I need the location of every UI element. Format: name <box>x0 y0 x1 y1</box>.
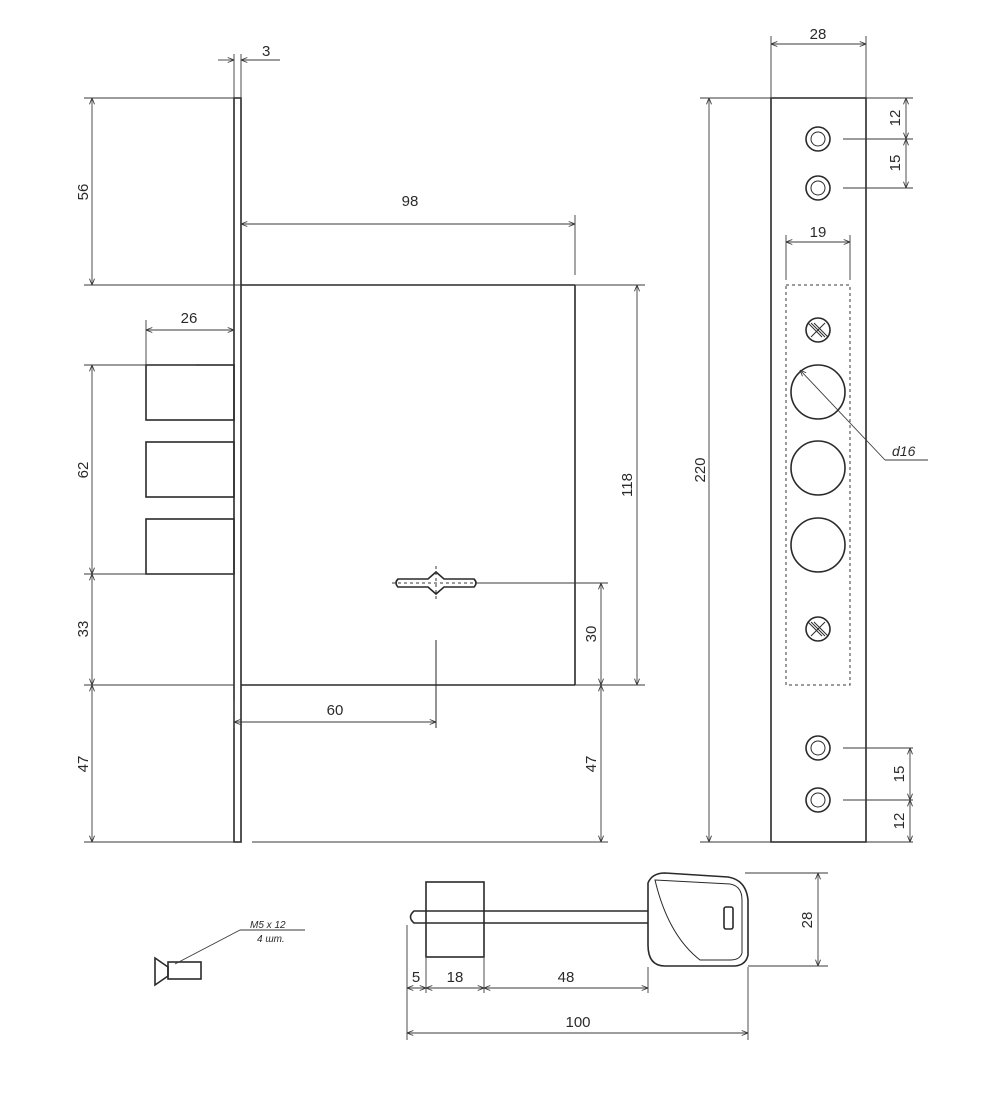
dim-bolt-zone-width: 19 <box>810 224 827 241</box>
dim-keyhole-height: 30 <box>583 626 600 643</box>
bolt-lower <box>145 518 235 575</box>
bolt-hole-3 <box>790 517 846 573</box>
phillips-screw-bottom <box>805 616 831 642</box>
dim-key-head-height: 28 <box>799 912 816 929</box>
dim-top-offset: 56 <box>75 184 92 201</box>
dim-body-depth: 98 <box>402 193 419 210</box>
key-collar <box>425 881 485 958</box>
key-shank <box>409 910 648 924</box>
dim-bolt-diameter: d16 <box>892 443 916 459</box>
phillips-screw-top <box>805 317 831 343</box>
key-drawing: 5 18 48 28 100 <box>406 872 828 1040</box>
dim-screw-top-1: 12 <box>887 110 904 127</box>
dim-key-total: 100 <box>565 1014 590 1031</box>
screw-qty-note: 4 шт. <box>257 934 285 945</box>
bolt-upper <box>145 364 235 421</box>
dim-screw-bottom-1: 15 <box>891 766 908 783</box>
keyhole <box>392 566 480 600</box>
screw-hole-bottom-2 <box>805 787 831 813</box>
lock-side-view: 3 56 98 26 62 33 47 118 30 60 47 <box>75 43 645 843</box>
screw-size-note: M5 x 12 <box>250 920 286 931</box>
dim-body-height: 118 <box>619 473 636 497</box>
screw-hole-bottom-1 <box>805 735 831 761</box>
bolt-zone <box>785 284 851 686</box>
dim-faceplate-thickness: 3 <box>262 43 270 60</box>
dim-strip-width: 28 <box>810 26 827 43</box>
key-slot <box>723 906 734 930</box>
faceplate <box>233 97 242 843</box>
key-head <box>647 872 749 967</box>
dim-bottom-offset-right: 47 <box>583 756 600 773</box>
faceplate-front-view: d16 28 220 12 15 19 15 12 <box>692 26 928 843</box>
faceplate-strip <box>770 97 867 843</box>
mounting-screw: M5 x 12 4 шт. <box>154 920 305 987</box>
bolt-middle <box>145 441 235 498</box>
dim-bottom-offset-left: 47 <box>75 756 92 773</box>
bolt-hole-2 <box>790 440 846 496</box>
dim-strip-length: 220 <box>692 457 709 482</box>
dim-bolt-depth: 26 <box>181 310 198 327</box>
dim-key-collar: 18 <box>447 969 464 986</box>
screw-hole-top-1 <box>805 126 831 152</box>
dim-bolt-span: 62 <box>75 462 92 479</box>
screw-hole-top-2 <box>805 175 831 201</box>
dim-key-shank: 48 <box>558 969 575 986</box>
dim-screw-top-2: 15 <box>887 155 904 172</box>
bolt-hole-1 <box>790 364 846 420</box>
dim-screw-bottom-2: 12 <box>891 813 908 830</box>
dim-bolt-to-base: 33 <box>75 621 92 638</box>
dim-backset: 60 <box>327 702 344 719</box>
dim-key-tip: 5 <box>412 969 420 986</box>
